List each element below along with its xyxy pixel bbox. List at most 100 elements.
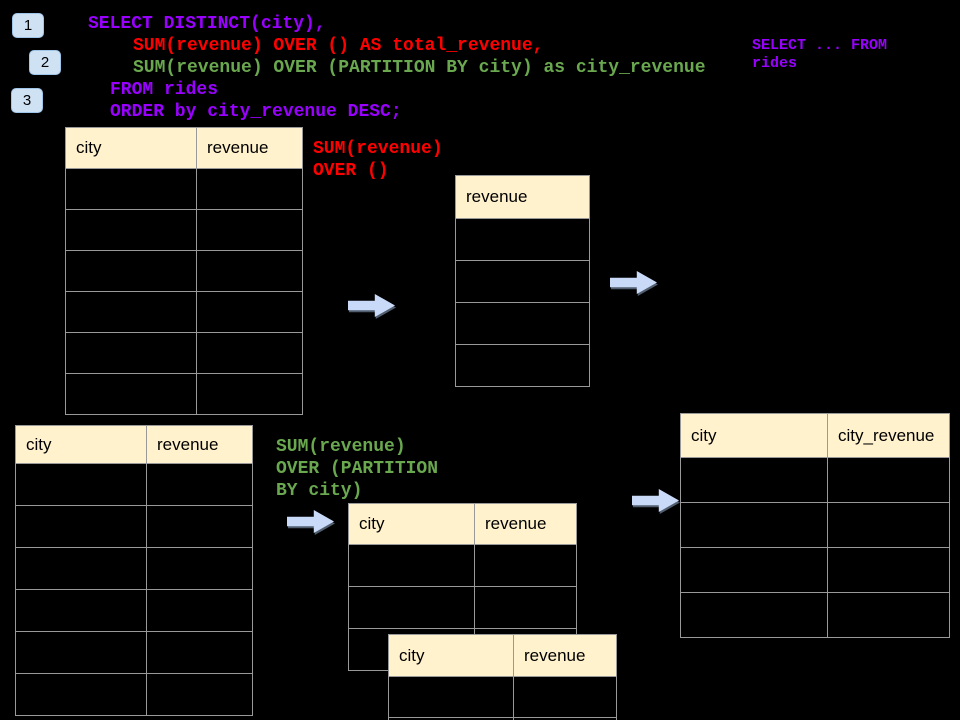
empty-cell — [680, 547, 828, 593]
table-row — [65, 291, 303, 333]
empty-cell — [65, 209, 197, 251]
select-from-rides-note: SELECT ... FROM rides — [752, 37, 888, 72]
table-row — [680, 547, 950, 593]
empty-cell — [15, 631, 147, 674]
empty-cell — [827, 592, 950, 638]
sql-code-line-total-revenue: SUM(revenue) OVER () AS total_revenue, — [133, 36, 544, 56]
sum-over-partition-annotation: SUM(revenue) OVER (PARTITION BY city) — [276, 437, 439, 501]
table-row — [348, 586, 577, 629]
empty-cell — [146, 547, 253, 590]
empty-cell — [196, 373, 303, 415]
table-row — [15, 505, 253, 548]
table-row — [348, 544, 577, 587]
empty-cell — [474, 586, 577, 629]
empty-cell — [146, 589, 253, 632]
empty-cell — [513, 717, 617, 720]
empty-cell — [455, 344, 590, 387]
total-revenue-result-table: revenue — [455, 175, 590, 387]
flow-arrow-right-icon — [632, 488, 679, 513]
sql-code-line-order-by: ORDER by city_revenue DESC; — [110, 102, 402, 122]
table-row — [15, 673, 253, 716]
column-header: city — [15, 425, 147, 464]
table-row — [65, 209, 303, 251]
column-header: city — [65, 127, 197, 169]
table-row — [65, 373, 303, 415]
empty-cell — [348, 586, 475, 629]
column-header: city — [680, 413, 828, 458]
empty-cell — [388, 676, 514, 718]
empty-cell — [827, 502, 950, 548]
empty-cell — [513, 676, 617, 718]
empty-cell — [827, 457, 950, 503]
empty-cell — [146, 673, 253, 716]
empty-cell — [680, 592, 828, 638]
step-badge-1: 1 — [12, 13, 44, 38]
table-row — [455, 302, 590, 345]
sql-code-line-city-revenue: SUM(revenue) OVER (PARTITION BY city) as… — [133, 58, 706, 78]
empty-cell — [196, 250, 303, 292]
empty-cell — [65, 291, 197, 333]
empty-cell — [15, 673, 147, 716]
table-row — [680, 592, 950, 638]
column-header: city — [388, 634, 514, 677]
column-header: city_revenue — [827, 413, 950, 458]
table-row — [455, 344, 590, 387]
empty-cell — [15, 547, 147, 590]
empty-cell — [146, 631, 253, 674]
empty-cell — [146, 463, 253, 506]
column-header: revenue — [146, 425, 253, 464]
empty-cell — [146, 505, 253, 548]
table-row — [15, 463, 253, 506]
empty-cell — [680, 457, 828, 503]
table-row — [65, 168, 303, 210]
step-badge-3: 3 — [11, 88, 43, 113]
empty-cell — [827, 547, 950, 593]
table-row — [15, 589, 253, 632]
flow-arrow-right-icon — [348, 293, 395, 318]
empty-cell — [196, 168, 303, 210]
table-row — [455, 218, 590, 261]
empty-cell — [455, 218, 590, 261]
sql-code-line-from: FROM rides — [110, 80, 219, 100]
flow-arrow-right-icon — [287, 509, 334, 534]
table-row — [680, 457, 950, 503]
empty-cell — [474, 544, 577, 587]
column-header: revenue — [455, 175, 590, 219]
empty-cell — [65, 168, 197, 210]
column-header: revenue — [474, 503, 577, 545]
empty-cell — [455, 260, 590, 303]
empty-cell — [196, 209, 303, 251]
empty-cell — [15, 505, 147, 548]
empty-cell — [15, 589, 147, 632]
empty-cell — [196, 291, 303, 333]
table-header-row: revenue — [455, 175, 590, 219]
empty-cell — [348, 544, 475, 587]
flow-arrow-right-icon — [610, 270, 657, 295]
step-badge-2: 2 — [29, 50, 61, 75]
empty-cell — [196, 332, 303, 374]
table-row — [388, 676, 617, 718]
column-header: city — [348, 503, 475, 545]
empty-cell — [65, 250, 197, 292]
table-row — [15, 547, 253, 590]
table-row — [65, 332, 303, 374]
column-header: revenue — [513, 634, 617, 677]
table-row — [15, 631, 253, 674]
table-row — [388, 717, 617, 720]
sum-over-annotation: SUM(revenue) OVER () — [313, 139, 443, 181]
table-row — [680, 502, 950, 548]
column-header: revenue — [196, 127, 303, 169]
table-row — [455, 260, 590, 303]
table-row — [65, 250, 303, 292]
sql-code-line-select: SELECT DISTINCT(city), — [88, 14, 326, 34]
empty-cell — [15, 463, 147, 506]
